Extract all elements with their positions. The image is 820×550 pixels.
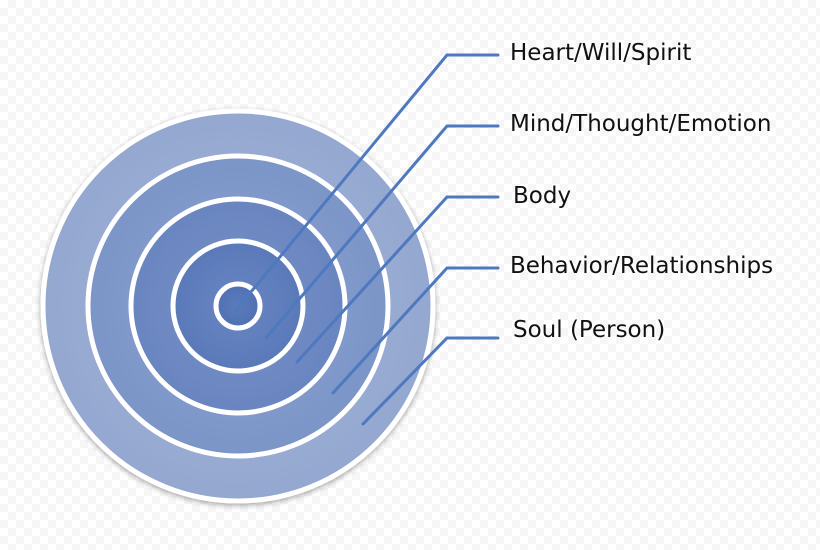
label-behavior-relationships: Behavior/Relationships — [510, 253, 774, 279]
leader-line-body — [295, 195, 500, 364]
leader-line-heart — [234, 53, 500, 312]
leader-line-behavior — [331, 266, 500, 395]
label-body: Body — [513, 183, 572, 209]
label-heart-will-spirit: Heart/Will/Spirit — [510, 40, 692, 66]
leader-line-soul — [361, 336, 500, 426]
label-mind-thought-emotion: Mind/Thought/Emotion — [510, 111, 772, 137]
label-soul-person: Soul (Person) — [513, 317, 666, 343]
leader-line-mind — [264, 124, 500, 340]
